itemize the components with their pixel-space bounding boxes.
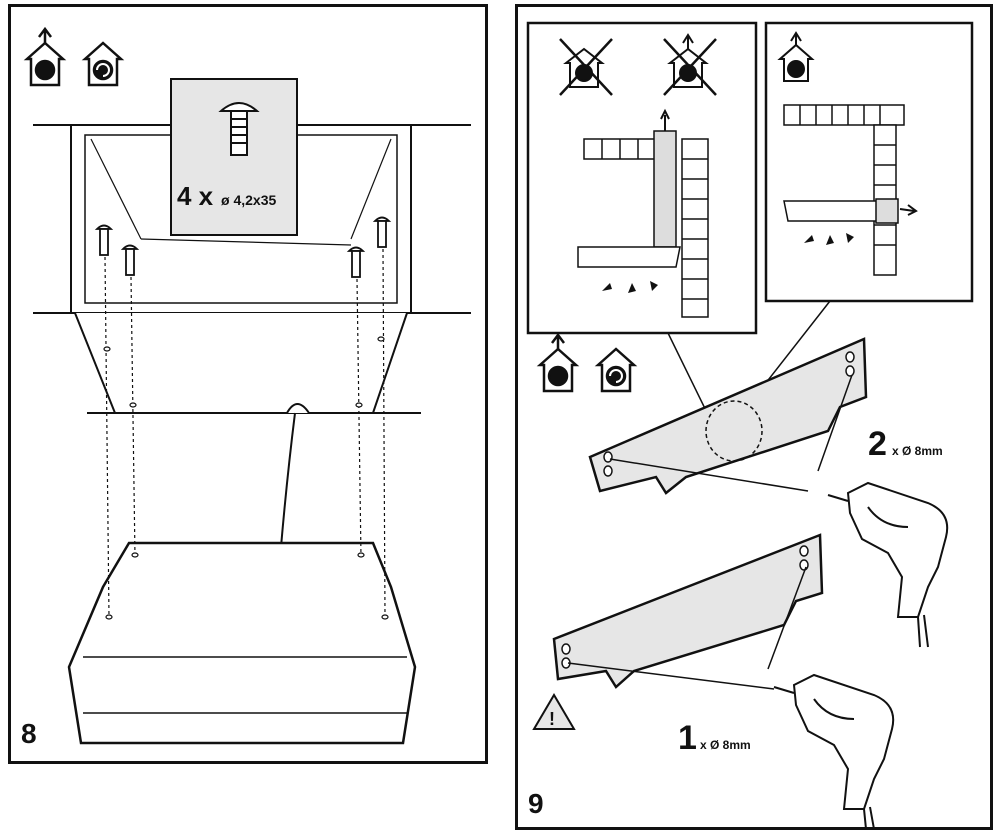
screw-size: ø 4,2x35 [221,192,276,208]
step-number: 8 [21,718,37,749]
screw-1 [94,224,114,256]
recirculation-mode-icon [594,347,638,393]
screw-callout: 4 x ø 4,2x35 [170,78,298,236]
screw-3 [346,246,366,278]
drill-top-count: 2 [868,425,887,463]
recirculation-mode-icon [81,41,125,87]
ducted-mode-icon [536,332,580,393]
step-8-panel: 4 x ø 4,2x35 [8,4,488,764]
drill-bottom-size: x Ø 8mm [700,738,751,752]
lower-bracket [552,533,824,689]
screw-2 [120,244,140,276]
screw-count: 4 x [177,181,214,211]
svg-text:!: ! [549,709,555,729]
screw-4 [372,216,392,248]
ducted-mode-icon-inset [777,31,815,82]
step-9-illustration: 2 x Ø 8mm ! 1 x Ø 8mm [526,21,974,830]
drill-icon [827,481,949,648]
drill-top-size: x Ø 8mm [892,444,943,458]
step-number: 9 [528,788,544,819]
screw-icon [218,102,260,156]
ducted-mode-icon [23,26,67,87]
drill-icon [773,673,895,830]
drill-bottom-count: 1 [678,719,697,757]
incorrect-config-inset [526,21,758,335]
step-9-panel: 2 x Ø 8mm ! 1 x Ø 8mm [515,4,993,830]
warning-icon: ! [532,693,576,730]
upper-bracket [588,337,868,495]
crossed-recirculation-icon [559,38,613,96]
step-8-illustration: 4 x ø 4,2x35 [21,26,471,749]
crossed-ducted-icon [663,33,717,96]
